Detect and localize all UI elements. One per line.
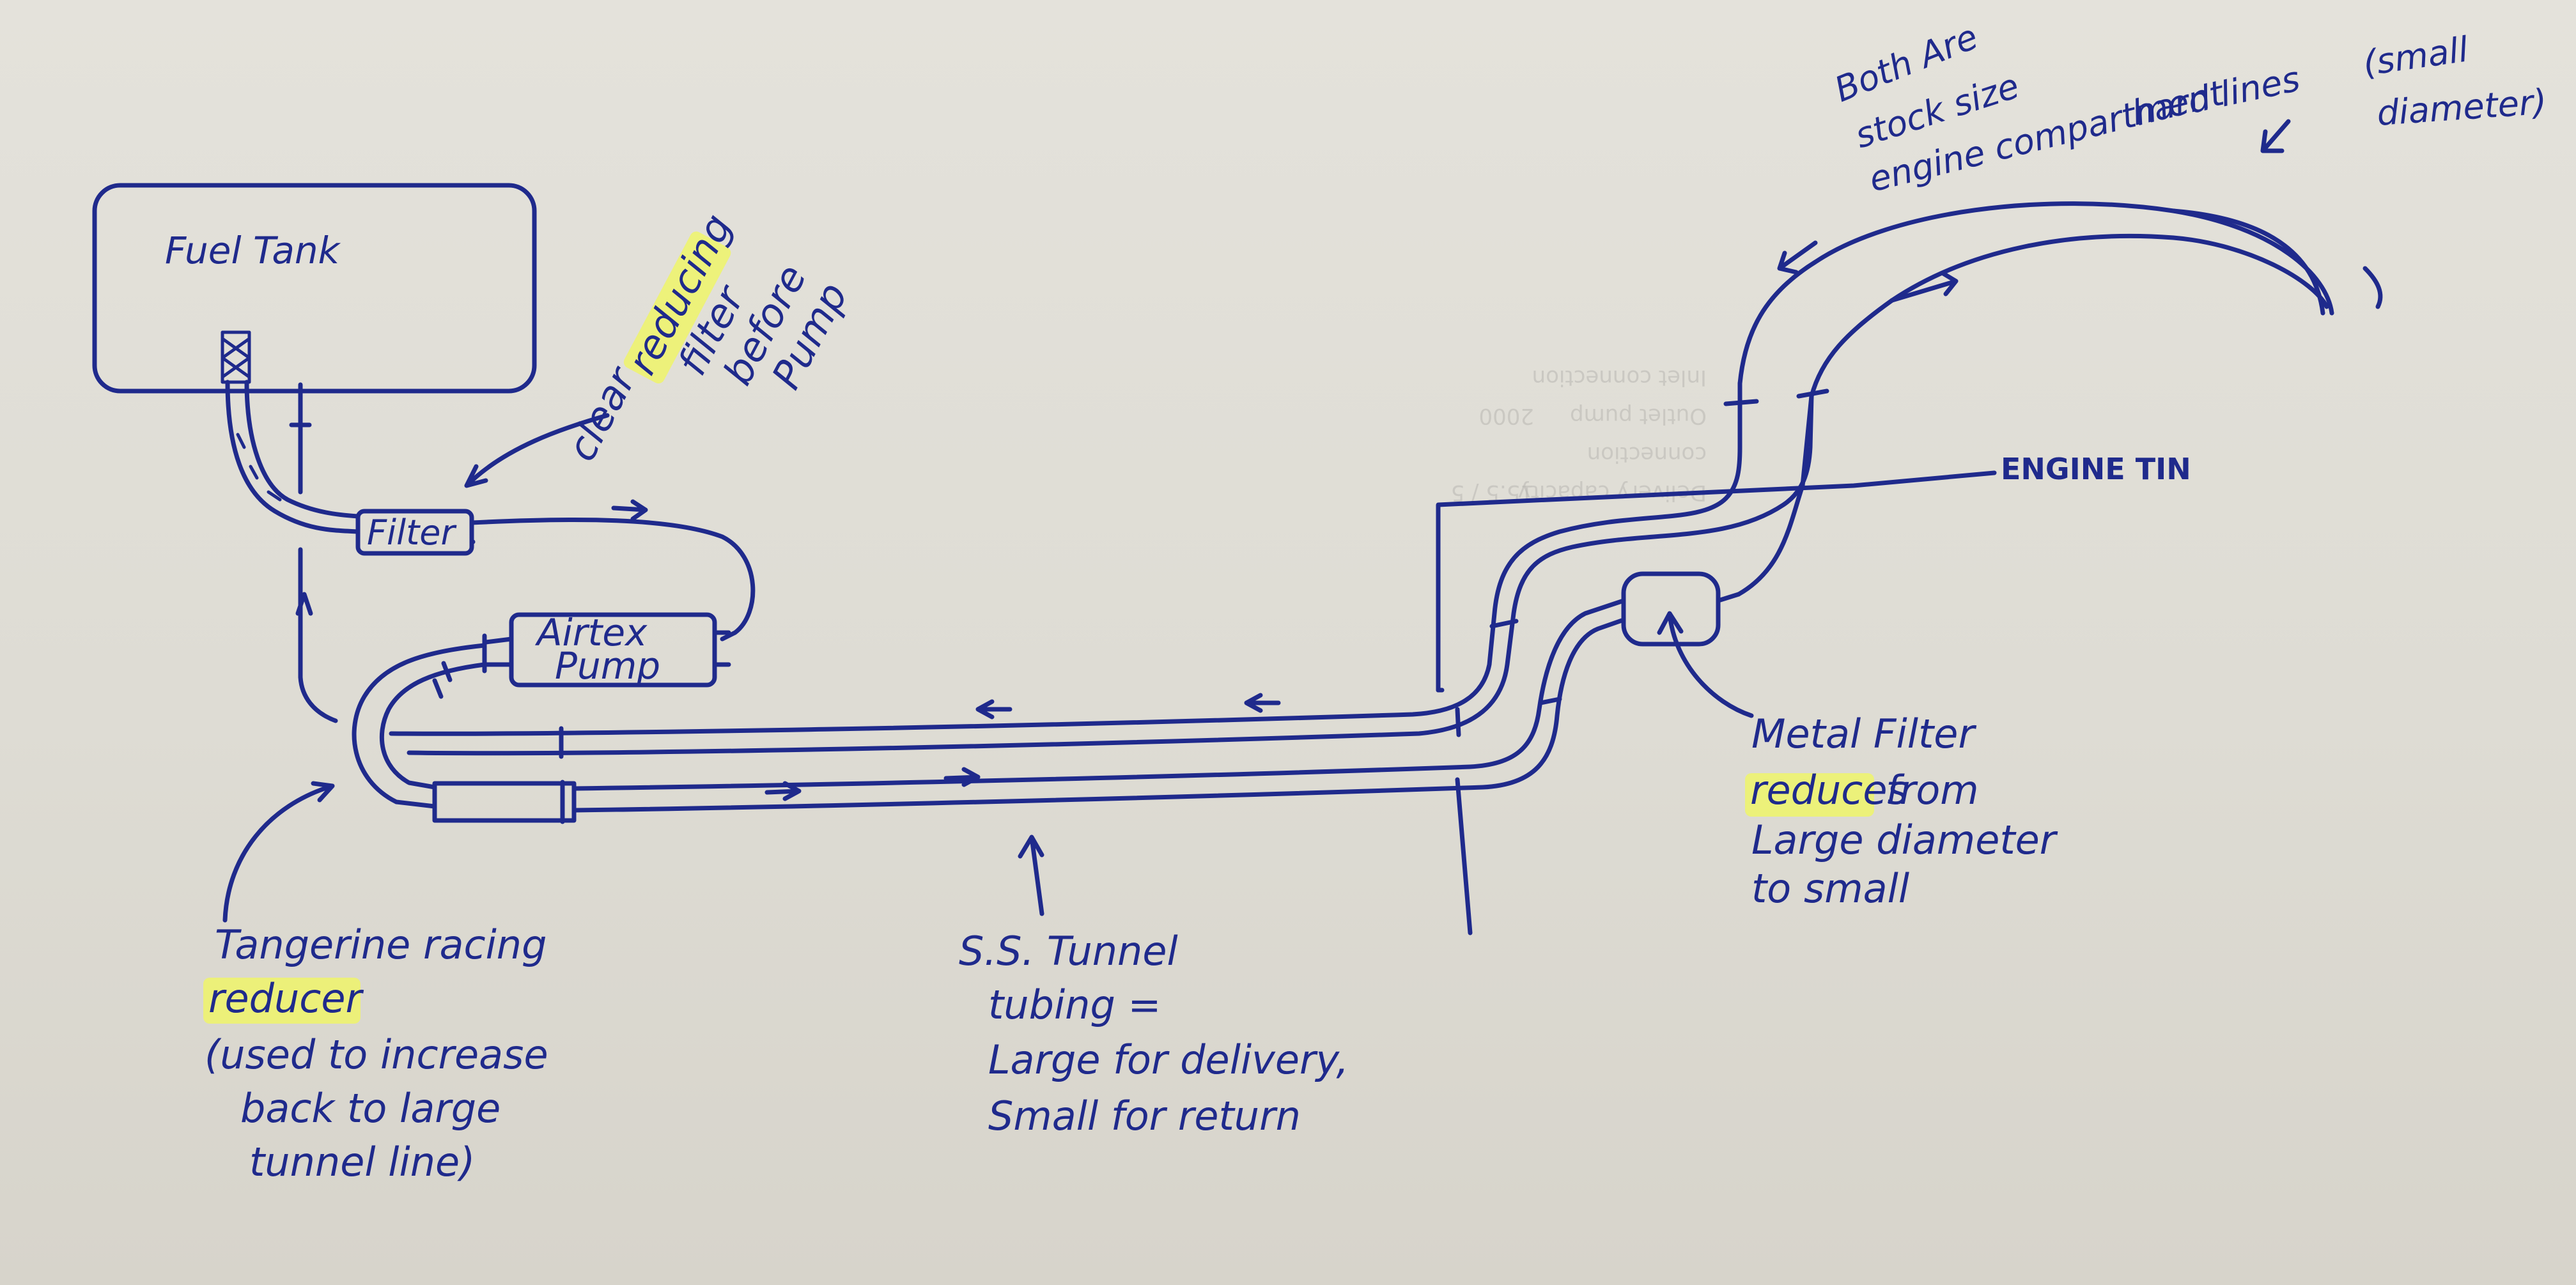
- annotation-tangerine-reducer: Tangerine racing reducer (used to increa…: [203, 781, 548, 1185]
- metal-filter: [1621, 571, 1741, 647]
- tank-to-filter-hose: [225, 380, 361, 723]
- pump-label-line1: Airtex: [534, 611, 648, 654]
- clear-filter: Filter: [355, 509, 474, 556]
- small-for-return-text: Small for return: [988, 1093, 1301, 1139]
- from-text: from: [1886, 767, 1979, 813]
- back-to-large-text: back to large: [240, 1085, 500, 1132]
- pump-label-line2: Pump: [555, 644, 660, 688]
- tangerine-racing-text: Tangerine racing: [215, 921, 547, 968]
- tangerine-reducer: [432, 781, 577, 823]
- tank-pickup-icon: [221, 330, 251, 384]
- highlight-mark: [1745, 773, 1874, 817]
- hard-lines-pointer: [2260, 119, 2291, 153]
- reducer-u-bend: [352, 643, 487, 809]
- annotation-hard-lines: Both Are stock size engine compartment h…: [1829, 17, 2548, 200]
- hard-lines-text: hard lines: [2129, 59, 2304, 134]
- fuel-tank: Fuel Tank: [92, 183, 537, 394]
- large-diameter-text: Large diameter: [1751, 817, 2058, 863]
- annotation-metal-filter: Metal Filter reduces from Large diameter…: [1657, 611, 2058, 912]
- tunnel-pointer: [1018, 835, 1044, 916]
- svg-text:2000: 2000: [1478, 403, 1534, 429]
- metal-filter-text: Metal Filter: [1751, 711, 1976, 757]
- filter-label: Filter: [367, 512, 456, 553]
- tangerine-pointer: [222, 781, 335, 923]
- engine-hard-lines: [1723, 201, 2383, 597]
- tunnel-tubing: [389, 381, 1814, 824]
- highlight-mark: [203, 978, 361, 1024]
- fuel-tank-label: Fuel Tank: [165, 229, 341, 272]
- tunnel-line-text: tunnel line): [249, 1139, 475, 1185]
- annotation-tunnel-tubing: S.S. Tunnel tubing = Large for delivery,…: [959, 835, 1349, 1139]
- small-paren-text: (small: [2361, 29, 2471, 84]
- bleed-through-text: Delivery capacity connection Outlet pump…: [1451, 365, 1707, 505]
- clear-text: clear: [558, 358, 646, 468]
- highlight-mark: [623, 231, 731, 384]
- metal-filter-pointer: [1657, 611, 1754, 718]
- diameter-paren-text: diameter): [2376, 82, 2549, 134]
- clear-filter-pointer: [464, 413, 610, 488]
- svg-text:connection: connection: [1587, 442, 1707, 467]
- filter-to-pump-line: [469, 499, 756, 642]
- used-to-increase-text: (used to increase: [205, 1031, 548, 1078]
- large-for-delivery-text: Large for delivery,: [988, 1036, 1349, 1083]
- reducer-text: reducer: [208, 975, 364, 1022]
- svg-text:Inlet connection: Inlet connection: [1532, 365, 1707, 390]
- engine-tin: ENGINE TIN: [1436, 452, 2191, 935]
- fuel-tank-outline: [92, 183, 537, 394]
- annotation-clear-filter: clear reducing filter before Pump: [558, 206, 857, 468]
- tubing-equals-text: tubing =: [988, 981, 1161, 1028]
- engine-tin-label: ENGINE TIN: [2001, 452, 2191, 486]
- to-small-text: to small: [1751, 865, 1909, 912]
- reduces-text: reduces: [1750, 767, 1908, 813]
- svg-text:Outlet pump: Outlet pump: [1570, 403, 1707, 429]
- ss-tunnel-text: S.S. Tunnel: [959, 928, 1178, 974]
- airtex-pump: Airtex Pump: [482, 611, 731, 688]
